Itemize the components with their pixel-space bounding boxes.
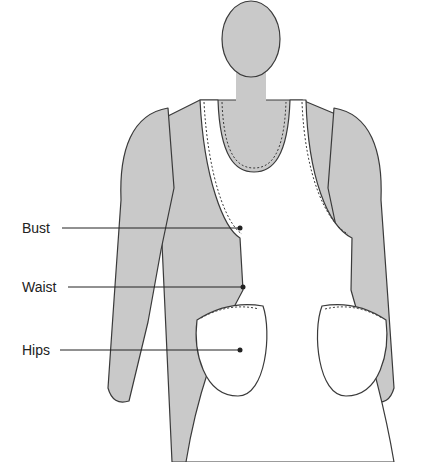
leader-dot: [238, 348, 243, 353]
measurement-label: Waist: [22, 279, 56, 295]
right-armhole-stitch: [302, 102, 348, 234]
head: [222, 1, 280, 77]
leader-line: [60, 350, 240, 351]
garment: [186, 100, 394, 462]
right-pocket: [317, 305, 386, 396]
neck-stitch: [222, 102, 286, 168]
left-pocket-stitch: [201, 307, 259, 318]
measurement-label: Hips: [22, 342, 50, 358]
leader-dot: [238, 226, 243, 231]
left-armhole-stitch: [204, 102, 242, 234]
leader-dot: [241, 285, 246, 290]
leader-line: [62, 228, 240, 229]
leader-line: [68, 287, 243, 288]
measurement-label: Bust: [22, 220, 50, 236]
right-pocket-stitch: [325, 307, 382, 318]
left-arm: [108, 108, 174, 402]
